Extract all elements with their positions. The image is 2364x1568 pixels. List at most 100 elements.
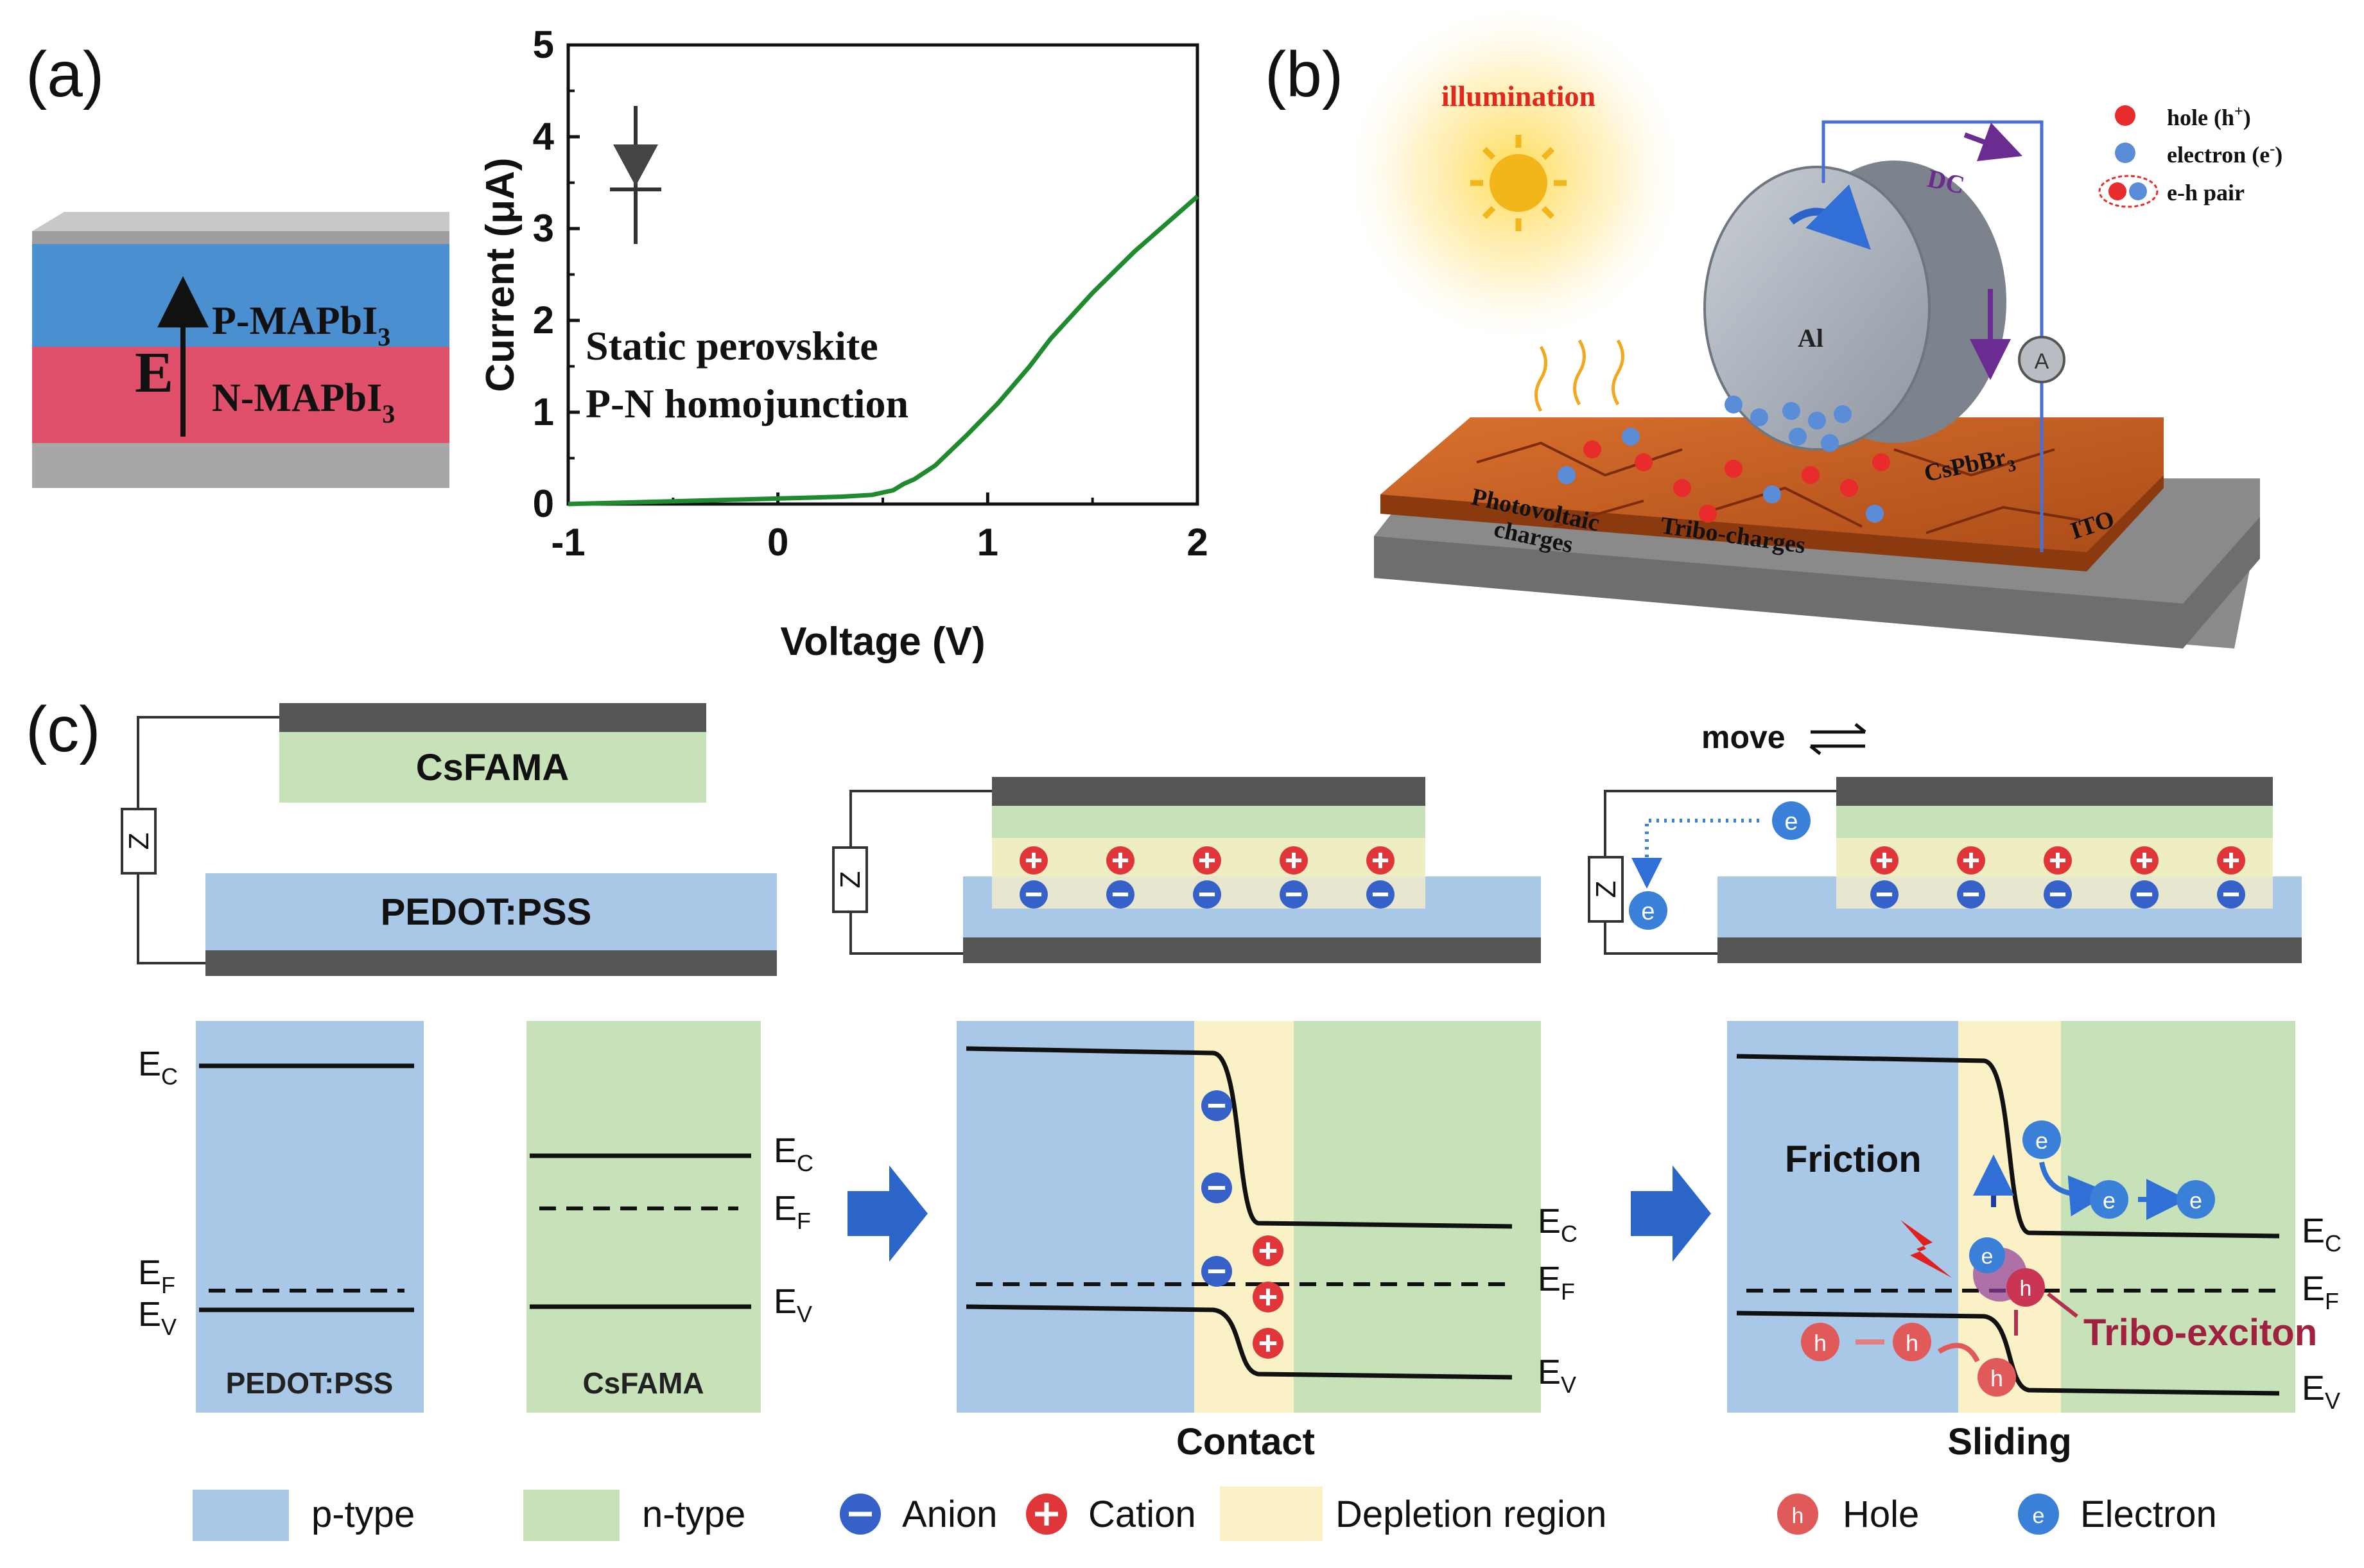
sliding-ef-label: EF <box>2302 1269 2339 1314</box>
y-tick-label: 5 <box>533 23 554 66</box>
electron-icon-bottom: e <box>1629 891 1667 930</box>
anion-icon <box>1193 880 1221 909</box>
top-electrode <box>279 703 706 732</box>
contact-ev-label: EV <box>1538 1353 1576 1398</box>
ammeter-label: A <box>2035 349 2049 374</box>
cation-icon <box>1870 846 1899 875</box>
y-tick-label: 4 <box>533 115 555 158</box>
lightning-icon <box>1900 1220 1952 1278</box>
legend-n-label: n-type <box>642 1494 745 1535</box>
contact-ef-label: EF <box>1538 1260 1575 1305</box>
electron-flow-path <box>1631 819 1759 889</box>
device-separated: CsFAMA PEDOT:PSS Z <box>121 703 777 976</box>
n-layer-label: N-MAPbI3 <box>212 376 395 428</box>
transition-arrow-1 <box>847 1165 928 1262</box>
contact-ec-curve <box>966 1046 1513 1229</box>
sliding-label: Sliding <box>1947 1421 2071 1463</box>
legend-anion-label: Anion <box>902 1494 997 1535</box>
annotation-line1: Static perovskite <box>586 323 878 369</box>
y-tick-label: 3 <box>533 207 554 250</box>
impedance-box-1 <box>121 808 157 875</box>
n-ec-label: EC <box>774 1131 813 1176</box>
device-sliding: move Z e e <box>1588 719 2302 963</box>
sliding-ev-label: EV <box>2302 1369 2340 1414</box>
chart-frame <box>566 43 1199 506</box>
electron-transfer-chain: e e e <box>2022 1120 2215 1220</box>
x-tick-label: 0 <box>767 521 788 564</box>
electron-cluster <box>1725 396 1852 452</box>
y-tick-label: 2 <box>533 299 554 342</box>
anion-icon <box>2130 880 2159 909</box>
csfama-label: CsFAMA <box>416 747 569 788</box>
legend-depletion-swatch <box>1220 1486 1323 1541</box>
anion-icon <box>1366 880 1395 909</box>
diode-icon <box>610 106 661 244</box>
y-axis-label: Current (μA) <box>478 157 523 392</box>
anion-icon <box>1957 880 1985 909</box>
ammeter-icon <box>2018 336 2065 383</box>
cation-icon <box>2217 846 2245 875</box>
tribo-exciton-cluster: e h <box>1969 1237 2045 1307</box>
anion-icon <box>2044 880 2072 909</box>
device-contact: Z <box>832 777 1541 963</box>
svg-text:h: h <box>1990 1365 2003 1391</box>
iv-curve <box>568 195 1199 507</box>
legend-n-swatch <box>523 1490 620 1541</box>
illumination-label: illumination <box>1441 80 1595 112</box>
cation-icon <box>1253 1235 1283 1266</box>
legend-p-label: p-type <box>311 1494 415 1535</box>
svg-text:e: e <box>2033 1504 2045 1528</box>
impedance-label-2: Z <box>835 871 866 889</box>
cation-icon <box>1253 1328 1283 1359</box>
impedance-label-1: Z <box>123 833 155 850</box>
light-rays-icon <box>1534 339 1624 412</box>
pair-legend-icon <box>2098 175 2159 208</box>
contact-ec-label: EC <box>1538 1202 1577 1247</box>
impedance-box-2 <box>832 846 868 913</box>
cation-icon <box>1106 846 1134 875</box>
p-ef-label: EF <box>138 1253 175 1298</box>
cation-icon <box>1957 846 1985 875</box>
x-tick-label: 1 <box>977 521 998 564</box>
band-sliding: EC EF EV Friction e h Tribo-exciton e e … <box>1727 1021 2342 1463</box>
anion-icon <box>1201 1090 1232 1121</box>
block-p-label: PEDOT:PSS <box>226 1366 394 1400</box>
cation-icon <box>1020 846 1048 875</box>
dc-arrow <box>1963 122 2023 162</box>
legend-electron-label: Electron <box>2080 1494 2217 1535</box>
hole-legend-icon <box>2115 105 2135 126</box>
cation-icon <box>1280 846 1308 875</box>
y-tick-label: 0 <box>533 482 554 525</box>
svg-text:e: e <box>1784 808 1798 835</box>
n-ef-label: EF <box>774 1189 811 1234</box>
electron-legend-icon <box>2115 143 2135 163</box>
impedance-label-3: Z <box>1590 881 1622 898</box>
al-wheel <box>1703 166 1931 451</box>
svg-text:h: h <box>2020 1276 2032 1301</box>
cation-icon <box>1366 846 1395 875</box>
impedance-box-3 <box>1588 856 1624 923</box>
n-type-block <box>526 1021 761 1413</box>
bottom-electrode <box>205 950 777 976</box>
contact-band-ions <box>1201 1090 1283 1359</box>
p-layer <box>32 244 449 347</box>
n-ev-label: EV <box>774 1282 812 1327</box>
hole-transfer-chain: h h h <box>1801 1323 2016 1397</box>
surface-charges <box>1558 428 1890 523</box>
band-separated: PEDOT:PSS EC EF EV CsFAMA EC EF EV <box>138 1021 813 1413</box>
transition-arrow-2 <box>1631 1165 1711 1262</box>
tribo-exciton-label: Tribo-exciton <box>2083 1312 2317 1354</box>
p-ec-label: EC <box>138 1045 178 1090</box>
legend-electron-label: electron (e-) <box>2167 141 2282 168</box>
legend-b: hole (h+) electron (e-) e-h pair <box>2098 103 2282 208</box>
csfama-layer <box>279 732 706 803</box>
svg-text:h: h <box>1814 1330 1827 1356</box>
annotation-line2: P-N homojunction <box>586 381 908 426</box>
pedot-label: PEDOT:PSS <box>381 891 592 933</box>
anion-icon <box>2217 880 2245 909</box>
svg-text:h: h <box>1792 1504 1804 1528</box>
block-n-label: CsFAMA <box>582 1366 704 1400</box>
